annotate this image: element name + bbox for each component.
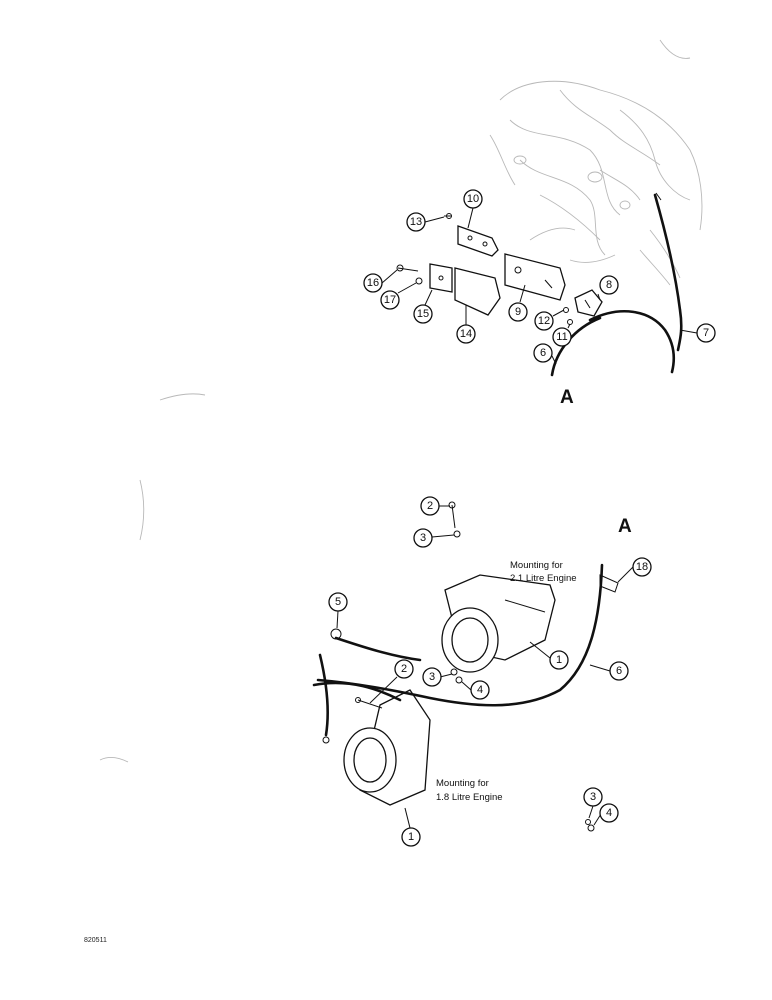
callout-11: 11 bbox=[552, 327, 572, 347]
callout-15: 15 bbox=[413, 304, 433, 324]
svg-text:9: 9 bbox=[515, 306, 521, 318]
svg-text:14: 14 bbox=[460, 328, 472, 340]
caption-mounting-1-8-line2: 1.8 Litre Engine bbox=[436, 792, 503, 803]
sender-switch-8 bbox=[574, 289, 603, 317]
shield-14 bbox=[454, 267, 501, 316]
svg-text:15: 15 bbox=[417, 308, 429, 320]
cable-7-end bbox=[655, 192, 662, 201]
svg-text:6: 6 bbox=[540, 347, 546, 359]
sender-bracket-10 bbox=[457, 225, 499, 257]
svg-text:11: 11 bbox=[556, 331, 567, 343]
svg-text:10: 10 bbox=[467, 193, 479, 205]
callout-17: 17 bbox=[380, 290, 400, 310]
washer-3-lower bbox=[450, 668, 458, 676]
reference-a-top: A bbox=[560, 387, 574, 408]
nut-4-lower bbox=[455, 676, 463, 684]
svg-text:3: 3 bbox=[420, 532, 426, 544]
bracket-plate-9 bbox=[504, 253, 566, 301]
nut-3-top bbox=[453, 530, 461, 538]
callout-1-top: 1 bbox=[549, 650, 569, 670]
washer-3-right bbox=[585, 819, 591, 825]
bolt-16 bbox=[396, 264, 419, 272]
caption-mounting-2-1-line1: Mounting for bbox=[510, 560, 563, 571]
svg-text:3: 3 bbox=[429, 671, 435, 683]
svg-text:3: 3 bbox=[590, 791, 596, 803]
nut-11 bbox=[567, 319, 573, 325]
callout-10: 10 bbox=[463, 189, 483, 209]
nut-4-right bbox=[587, 824, 595, 832]
reference-a-bottom: A bbox=[618, 516, 632, 537]
plate-15 bbox=[429, 263, 453, 293]
callout-4-lower: 4 bbox=[470, 680, 490, 700]
svg-text:16: 16 bbox=[367, 277, 379, 289]
callout-1-bottom: 1 bbox=[401, 827, 421, 847]
callout-18: 18 bbox=[632, 557, 652, 577]
callout-7: 7 bbox=[696, 323, 716, 343]
callout-16: 16 bbox=[363, 273, 383, 293]
svg-text:17: 17 bbox=[384, 294, 396, 306]
callout-2-lower: 2 bbox=[394, 659, 414, 679]
svg-text:6: 6 bbox=[616, 665, 622, 677]
svg-text:1: 1 bbox=[556, 654, 562, 666]
svg-text:4: 4 bbox=[606, 807, 612, 819]
figure-id: 820511 bbox=[84, 937, 107, 944]
cable-7 bbox=[653, 193, 683, 352]
callout-4-right: 4 bbox=[599, 803, 619, 823]
horn-mounting-2-1-litre bbox=[441, 574, 556, 673]
callout-9: 9 bbox=[508, 302, 528, 322]
callout-6-bottom: 6 bbox=[609, 661, 629, 681]
clip-18 bbox=[599, 574, 619, 593]
callout-3-right: 3 bbox=[583, 787, 603, 807]
bolt-2-lower bbox=[355, 697, 383, 709]
engine-background-sketch bbox=[99, 39, 703, 763]
callout-6-top: 6 bbox=[533, 343, 553, 363]
bolt-2-top bbox=[448, 501, 456, 529]
bolt-13 bbox=[444, 213, 452, 219]
horn-mounting-1-8-litre bbox=[343, 689, 431, 806]
cable-6-top bbox=[550, 309, 676, 377]
svg-text:12: 12 bbox=[538, 315, 550, 327]
callout-5: 5 bbox=[328, 592, 348, 612]
svg-text:18: 18 bbox=[636, 561, 648, 573]
svg-text:5: 5 bbox=[335, 596, 341, 608]
terminal-end bbox=[322, 736, 330, 744]
svg-text:13: 13 bbox=[410, 216, 422, 228]
callout-14: 14 bbox=[456, 324, 476, 344]
callout-8: 8 bbox=[599, 275, 619, 295]
callout-2-top: 2 bbox=[420, 496, 440, 516]
washer-12 bbox=[563, 307, 569, 313]
svg-text:7: 7 bbox=[703, 327, 709, 339]
svg-text:2: 2 bbox=[401, 663, 407, 675]
caption-mounting-1-8-line1: Mounting for bbox=[436, 778, 489, 789]
svg-text:2: 2 bbox=[427, 500, 433, 512]
callout-leaders bbox=[336, 207, 698, 829]
callout-3-lower: 3 bbox=[422, 667, 442, 687]
svg-text:8: 8 bbox=[606, 279, 612, 291]
callout-12: 12 bbox=[534, 311, 554, 331]
wire-5 bbox=[334, 636, 422, 662]
svg-text:1: 1 bbox=[408, 831, 414, 843]
caption-mounting-2-1-line2: 2.1 Litre Engine bbox=[510, 573, 577, 584]
cable-6-bottom bbox=[316, 563, 604, 707]
callout-13: 13 bbox=[406, 212, 426, 232]
callout-3-top: 3 bbox=[413, 528, 433, 548]
washer-17 bbox=[415, 277, 423, 285]
svg-text:4: 4 bbox=[477, 684, 483, 696]
